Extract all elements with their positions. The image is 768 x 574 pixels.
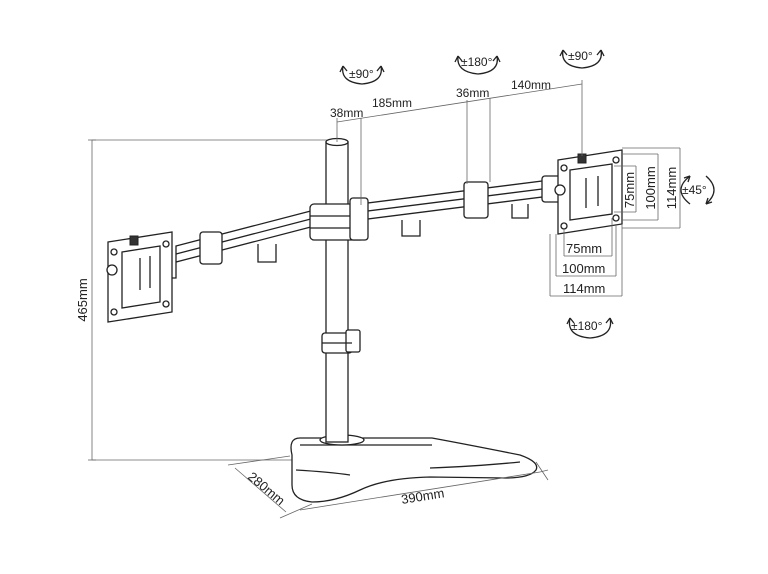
arm-length-dimensions: 38mm 185mm 36mm 140mm	[330, 78, 583, 205]
head-top-rotation-label: ±90°	[568, 49, 593, 63]
head-bottom-rotation: ±180°	[566, 317, 614, 339]
vesa-v100-label: 100mm	[643, 166, 658, 209]
base-width-label: 390mm	[400, 485, 445, 507]
vesa-v114-label: 114mm	[664, 167, 679, 209]
segment-label-a: 38mm	[330, 106, 363, 120]
vesa-vertical-dimensions: 75mm 100mm 114mm	[614, 147, 681, 229]
height-label: 465mm	[75, 278, 90, 321]
base-width-dimension: 390mm	[299, 461, 549, 511]
vesa-v75-label: 75mm	[622, 172, 637, 208]
segment-label-c: 36mm	[456, 86, 489, 100]
tilt-rotation: ±45°	[680, 175, 715, 205]
right-vesa-plate	[554, 149, 623, 235]
segment-label-d: 140mm	[511, 78, 551, 92]
arms	[159, 175, 567, 279]
tilt-label: ±45°	[682, 183, 707, 197]
head-bottom-rotation-label: ±180°	[571, 319, 603, 333]
height-dimension: 465mm	[75, 139, 330, 461]
segment-label-b: 185mm	[372, 96, 412, 110]
arm1-rotation: ±90°	[339, 65, 385, 85]
vesa-h114-label: 114mm	[563, 281, 605, 296]
vesa-h100-label: 100mm	[562, 261, 605, 276]
arm2-rotation: ±180°	[454, 55, 501, 75]
vesa-h75-label: 75mm	[566, 241, 602, 256]
arm1-rotation-label: ±90°	[349, 67, 374, 81]
pole	[321, 137, 361, 443]
vesa-horizontal-dimensions: 75mm 100mm 114mm	[549, 218, 623, 297]
left-vesa-plate	[106, 231, 173, 323]
arm2-rotation-label: ±180°	[461, 55, 493, 69]
head-top-rotation: ±90°	[559, 49, 605, 69]
base-depth-label: 280mm	[245, 469, 288, 508]
